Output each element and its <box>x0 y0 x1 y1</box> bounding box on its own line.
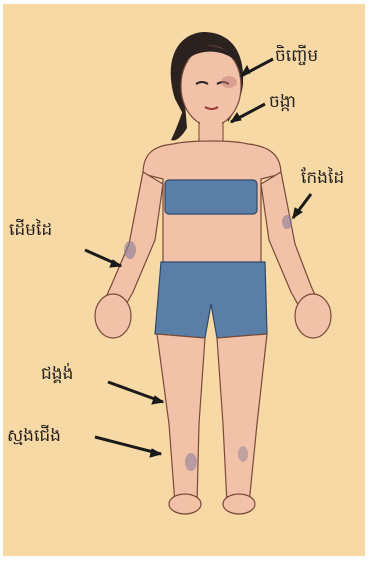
left-hand <box>295 294 331 338</box>
label-neck: ចង្កា <box>269 94 296 111</box>
label-eye: ចិញ្ចើម <box>275 48 318 65</box>
body-illustration <box>3 4 365 556</box>
label-shin: ស្មងជើង <box>7 428 61 445</box>
label-forearm: ដើមដៃ <box>9 222 52 239</box>
right-hand <box>95 294 131 338</box>
top <box>165 180 257 214</box>
label-knee: ជង្គង់ <box>41 366 73 383</box>
label-elbow: កែងដៃ <box>301 170 344 187</box>
diagram-panel: ចិញ្ចើម ចង្កា កែងដៃ ដើមដៃ ជង្គង់ ស្មងជើង <box>3 4 365 556</box>
